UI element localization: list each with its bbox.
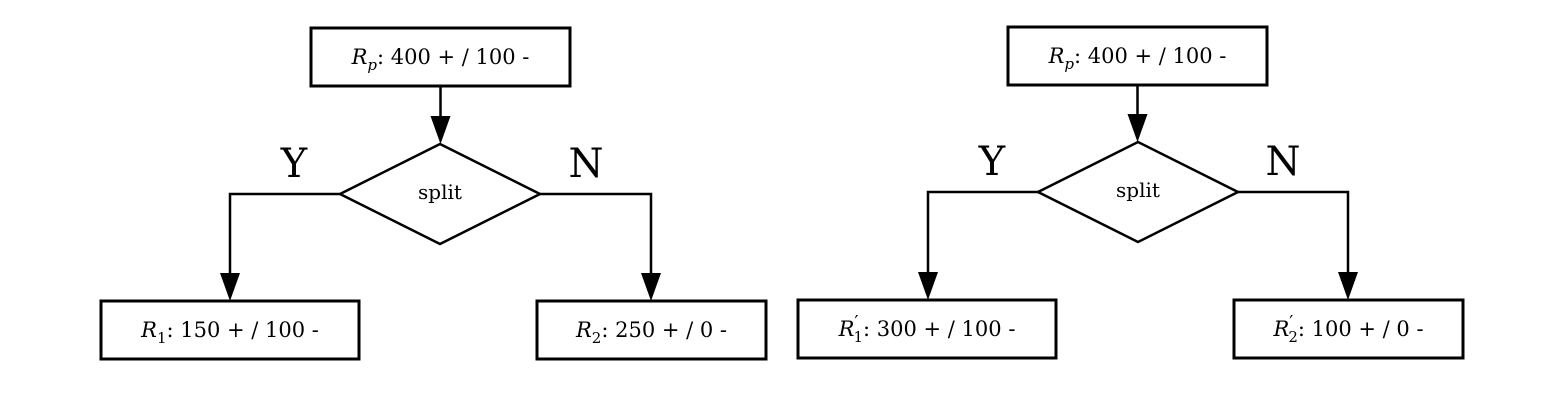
right-child-node-1-box [535, 299, 768, 361]
no-branch-line-1 [540, 192, 653, 281]
parent-node-2-subscript: p [1064, 55, 1074, 73]
left-child-node-1-label: R1: 150 + / 100 - [140, 318, 319, 347]
parent-node-2-counts: : 400 + / 100 - [1074, 44, 1226, 68]
right-child-node-1-label: R2: 250 + / 0 - [575, 318, 727, 347]
left-child-node-2-counts: : 300 + / 100 - [863, 317, 1015, 341]
parent-to-split-arrow-2-arrowhead [1127, 114, 1148, 142]
left-child-node-2: R′1: 300 + / 100 - [796, 298, 1058, 360]
right-child-node-1-subscript: 2 [592, 329, 602, 347]
right-child-node-1-symbol: R [575, 318, 592, 342]
parent-node-2-symbol: R [1048, 44, 1065, 68]
left-child-node-1-counts: : 150 + / 100 - [166, 318, 318, 342]
yes-branch-line-2 [926, 190, 1038, 280]
left-child-node-2-subscript: 1 [853, 328, 863, 346]
no-branch-arrowhead-2 [1338, 272, 1358, 300]
split-node-1: split [337, 142, 543, 246]
no-label: N [569, 141, 604, 187]
yes-branch-line-1 [228, 192, 340, 281]
parent-node-1-box [309, 26, 572, 88]
yes-branch-arrowhead-1 [220, 273, 240, 301]
right-child-node-1-counts: : 250 + / 0 - [601, 318, 727, 342]
yes-label: Y [280, 141, 308, 187]
yes-label: Y [978, 139, 1006, 185]
split-label: split [1116, 178, 1160, 202]
right-child-node-1: R2: 250 + / 0 - [535, 299, 768, 361]
right-child-node-2-prime: ′ [1289, 312, 1293, 333]
parent-node-1-label: Rp: 400 + / 100 - [351, 45, 530, 74]
no-branch-line-2 [1238, 190, 1350, 280]
split-node-2: split [1035, 140, 1241, 244]
parent-node-1-subscript: p [367, 56, 377, 74]
left-child-node-1-subscript: 1 [157, 329, 167, 347]
split-label: split [418, 180, 462, 204]
split-diamond [337, 142, 543, 246]
right-child-node-2-label: R′2: 100 + / 0 - [1272, 312, 1423, 346]
left-child-node-2-prime: ′ [854, 312, 858, 333]
left-child-node-1-box [99, 299, 361, 361]
left-child-node-1: R1: 150 + / 100 - [99, 299, 361, 361]
no-branch-arrowhead-1 [641, 273, 661, 301]
yes-branch-arrowhead-2 [918, 272, 938, 300]
right-child-node-2: R′2: 100 + / 0 - [1232, 298, 1465, 360]
left-child-node-2-symbol: R [838, 317, 855, 341]
right-child-node-2-counts: : 100 + / 0 - [1298, 317, 1424, 341]
right-child-node-2-subscript: 2 [1288, 328, 1298, 346]
parent-node-2: Rp: 400 + / 100 - [1006, 25, 1269, 87]
parent-node-1-counts: : 400 + / 100 - [377, 45, 529, 69]
left-child-node-2-box [796, 298, 1058, 360]
right-child-node-2-box [1232, 298, 1465, 360]
parent-to-split-arrow-1-arrowhead [430, 116, 451, 144]
no-label: N [1266, 139, 1301, 185]
parent-node-1-symbol: R [351, 45, 368, 69]
split-diamond [1035, 140, 1241, 244]
left-child-node-2-label: R′1: 300 + / 100 - [838, 312, 1016, 346]
parent-node-2-label: Rp: 400 + / 100 - [1048, 44, 1227, 73]
left-child-node-1-symbol: R [140, 318, 157, 342]
right-child-node-2-symbol: R [1272, 317, 1289, 341]
parent-node-2-box [1006, 25, 1269, 87]
parent-node-1: Rp: 400 + / 100 - [309, 26, 572, 88]
